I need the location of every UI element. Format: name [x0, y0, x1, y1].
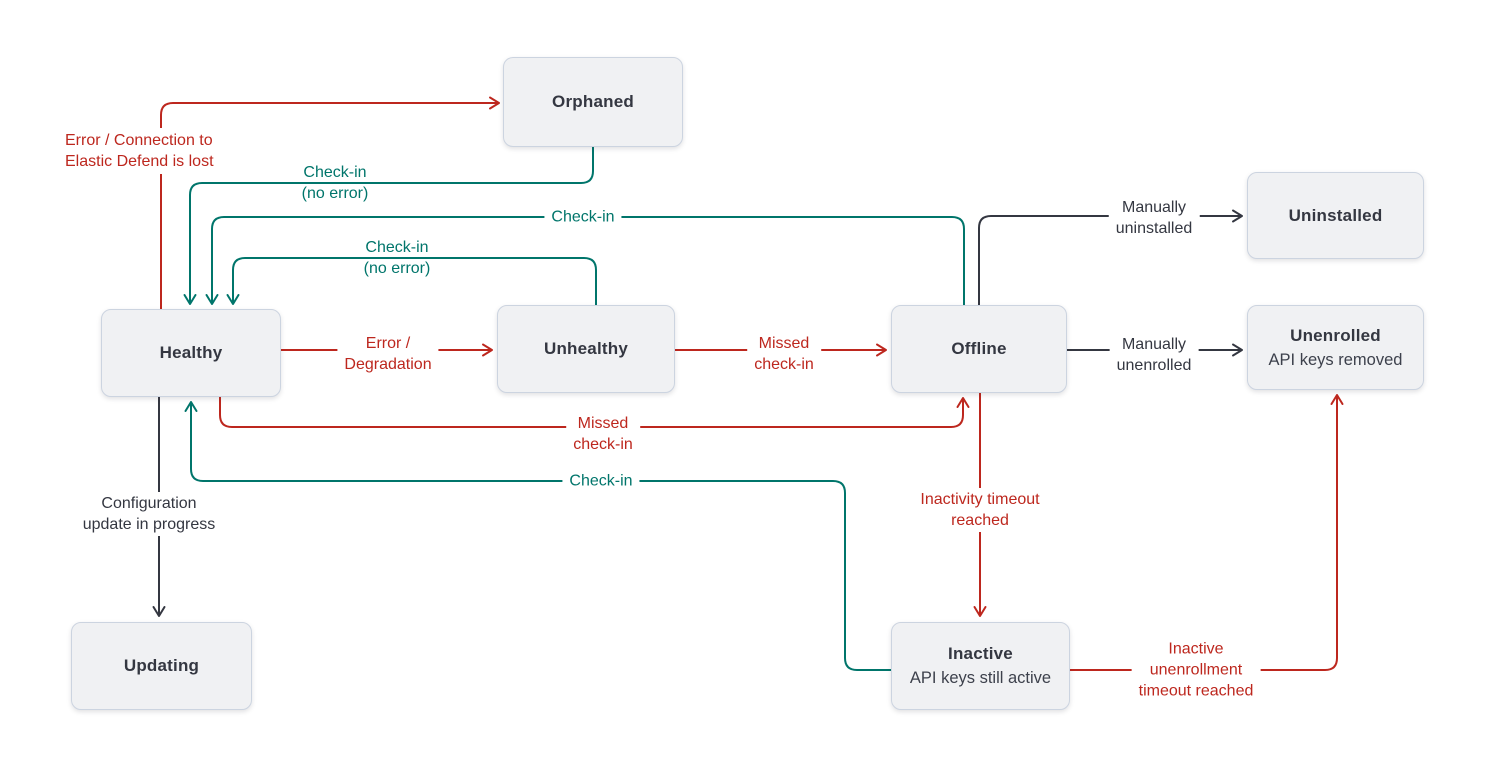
edge-label-checkin-offline: Check-in	[544, 205, 622, 229]
node-orphaned-label: Orphaned	[552, 92, 634, 111]
edge-label-configuration-update: Configuration update in progress	[75, 492, 223, 536]
edge-inactive-to-healthy	[184, 401, 891, 671]
node-offline-label: Offline	[951, 339, 1007, 358]
edge-label-missed-checkin-healthy: Missed check-in	[566, 412, 640, 456]
node-unenrolled: Unenrolled API keys removed	[1247, 305, 1424, 390]
edge-orphaned-to-healthy	[183, 147, 594, 305]
edge-inactive-to-unenrolled	[1070, 394, 1344, 671]
node-unenrolled-label: Unenrolled	[1290, 325, 1381, 345]
edge-label-inactivity-timeout: Inactivity timeout reached	[913, 488, 1047, 532]
node-uninstalled-label: Uninstalled	[1288, 205, 1383, 225]
node-inactive-label: Inactive	[948, 644, 1013, 663]
node-uninstalled: Uninstalled	[1247, 172, 1424, 259]
edge-label-checkin-inactive: Check-in	[562, 469, 640, 493]
node-inactive-sublabel: API keys still active	[909, 669, 1052, 687]
node-unenrolled-sublabel: API keys removed	[1268, 350, 1403, 369]
edge-label-checkin-no-error-unhealthy: Check-in (no error)	[363, 239, 431, 277]
node-updating-label: Updating	[123, 656, 200, 675]
edge-label-manually-uninstalled: Manually uninstalled	[1108, 196, 1200, 240]
edge-unhealthy-to-healthy	[226, 257, 597, 305]
edge-label-manually-unenrolled: Manually unenrolled	[1109, 333, 1199, 377]
node-orphaned: Orphaned	[503, 57, 683, 147]
edge-label-error-degradation: Error / Degradation	[337, 332, 439, 376]
edge-label-missed-checkin-unhealthy: Missed check-in	[747, 332, 821, 376]
edge-healthy-to-orphaned	[160, 96, 500, 309]
edge-offline-to-healthy	[205, 216, 965, 305]
node-inactive: Inactive API keys still active	[891, 622, 1070, 710]
node-healthy-label: Healthy	[159, 343, 223, 362]
edge-label-error-connection-lost: Error / Connection to Elastic Defend is …	[59, 128, 220, 174]
node-healthy: Healthy	[101, 309, 281, 397]
edge-offline-to-uninstalled	[978, 209, 1243, 305]
node-updating: Updating	[71, 622, 252, 710]
edge-label-inactive-unenrollment-timeout: Inactive unenrollment timeout reached	[1131, 637, 1261, 703]
node-offline: Offline	[891, 305, 1067, 393]
node-unhealthy: Unhealthy	[497, 305, 675, 393]
edge-label-checkin-no-error-orphaned: Check-in (no error)	[301, 164, 369, 202]
node-unhealthy-label: Unhealthy	[544, 339, 628, 358]
